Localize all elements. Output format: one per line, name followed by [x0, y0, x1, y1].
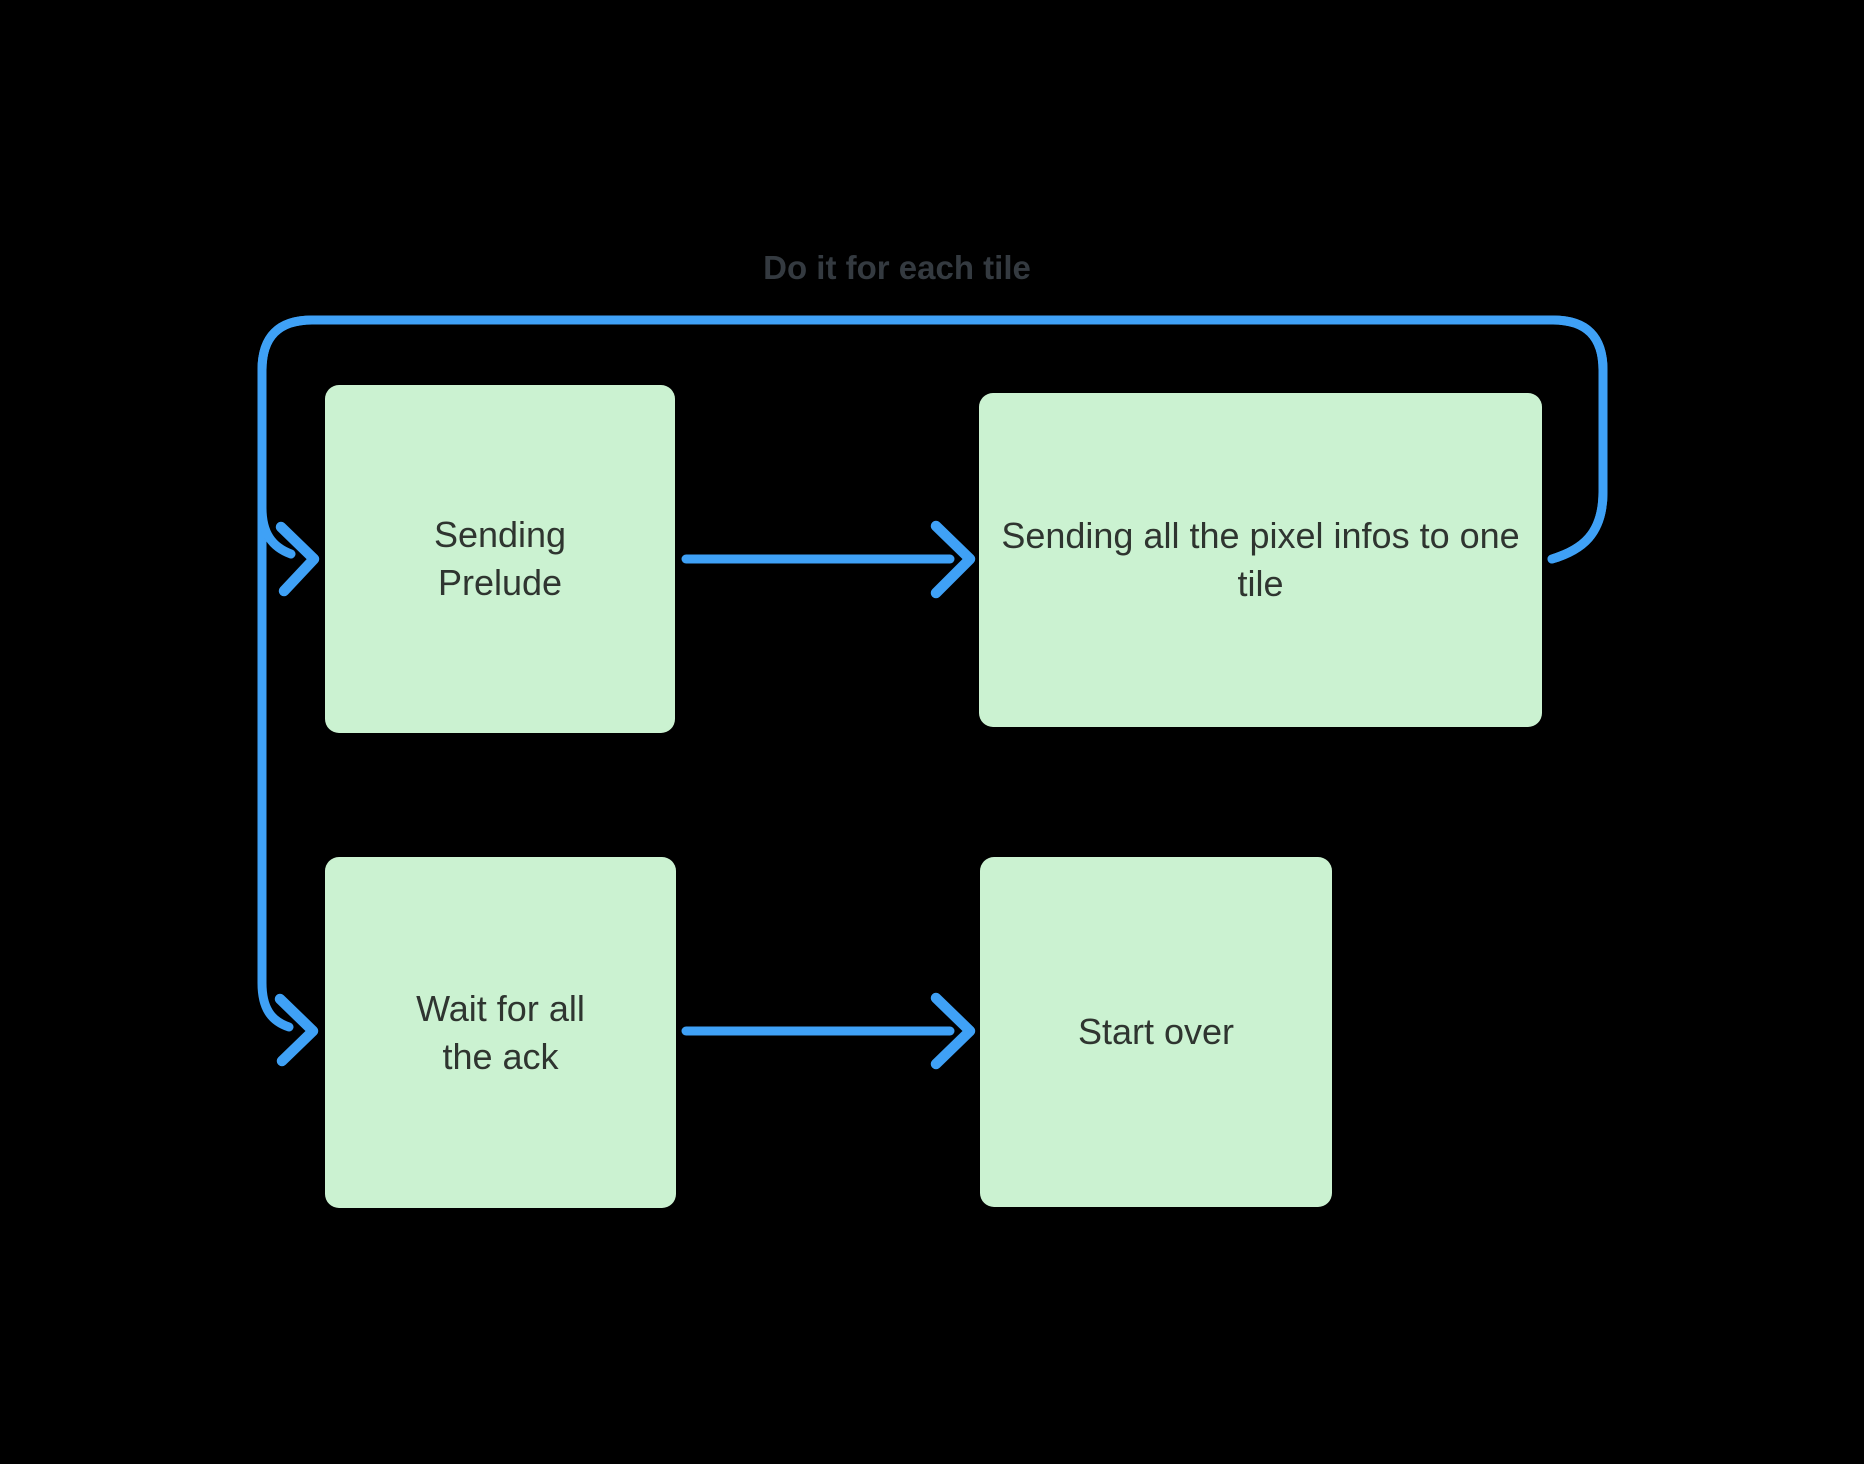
loop-arrow-head[interactable]	[275, 521, 320, 597]
node-label: Sending Prelude	[433, 514, 567, 603]
node-sending-prelude[interactable]: Sending Prelude	[325, 385, 675, 733]
arrow-wait-to-start-head[interactable]	[930, 992, 976, 1070]
node-label: Sending all the pixel infos to one tile	[1001, 515, 1520, 604]
loop-arrow[interactable]	[257, 315, 1608, 564]
node-label: Wait for all the ack	[416, 987, 585, 1077]
node-sending-pixel-infos[interactable]: Sending all the pixel infos to one tile	[979, 393, 1542, 727]
node-wait-for-ack[interactable]: Wait for all the ack	[325, 857, 676, 1208]
loop-label[interactable]: Do it for each tile	[763, 249, 1031, 286]
branch-arrow-head[interactable]	[274, 993, 319, 1067]
arrow-prelude-to-pixels-head[interactable]	[930, 520, 976, 599]
node-start-over[interactable]: Start over	[980, 857, 1332, 1207]
node-label: Start over	[1077, 1011, 1235, 1052]
